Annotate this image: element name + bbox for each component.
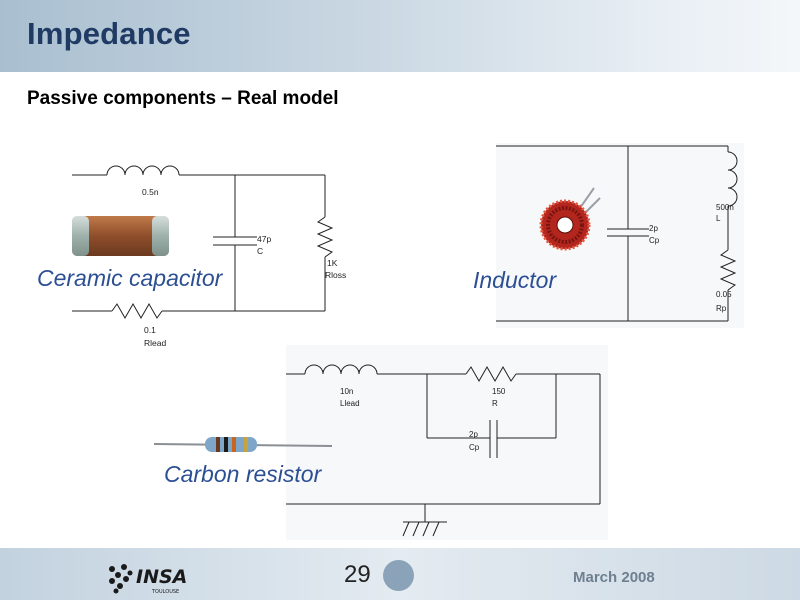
header-bar: [0, 0, 800, 72]
ceramic-res-value: 1K: [327, 258, 338, 268]
inductor-ind-value: 500n: [716, 203, 734, 212]
inductor-circuit: [496, 145, 738, 322]
carbon-cap-name: Cp: [469, 443, 480, 452]
slide-date: March 2008: [573, 569, 655, 586]
inductor-res-value: 0.05: [716, 290, 732, 299]
logo-text: INSA: [136, 566, 187, 588]
page-number: 29: [344, 561, 371, 588]
carbon-res-value: 150: [492, 387, 506, 396]
logo-subtext: TOULOUSE: [151, 589, 179, 595]
ceramic-cap-name: C: [257, 246, 263, 256]
insa-logo: INSA TOULOUSE: [109, 564, 187, 595]
carbon-cap-value: 2p: [469, 430, 478, 439]
carbon-ind-value: 10n: [340, 387, 353, 396]
ceramic-capacitor-caption: Ceramic capacitor: [37, 265, 223, 291]
slide-title: Impedance: [27, 16, 191, 51]
ceramic-lead-name: Rlead: [144, 338, 166, 348]
slide-subtitle: Passive components – Real model: [27, 88, 339, 109]
carbon-res-name: R: [492, 399, 498, 408]
inductor-caption: Inductor: [473, 267, 557, 293]
ceramic-capacitor-circuit: [72, 165, 334, 320]
carbon-circuit-background: [286, 345, 608, 540]
inductor-cap-value: 2p: [649, 224, 658, 233]
ceramic-inductor-value: 0.5n: [142, 187, 159, 197]
circuit-diagrams: 0.5n 47p C 1K Rloss 0.1 Rlead: [72, 145, 738, 540]
carbon-resistor-circuit: [286, 364, 601, 537]
inductor-ind-name: L: [716, 214, 721, 223]
ceramic-res-name: Rloss: [325, 270, 346, 280]
inductor-cap-name: Cp: [649, 236, 660, 245]
carbon-resistor-image: [153, 437, 333, 452]
toroid-inductor-image: [539, 187, 601, 251]
carbon-resistor-caption: Carbon resistor: [164, 461, 322, 487]
ceramic-cap-value: 47p: [257, 234, 271, 244]
ceramic-capacitor-image: [72, 216, 169, 256]
ceramic-lead-value: 0.1: [144, 325, 156, 335]
inductor-res-name: Rp: [716, 304, 727, 313]
carbon-ind-name: Llead: [340, 399, 360, 408]
page-indicator-dot: [383, 560, 414, 591]
